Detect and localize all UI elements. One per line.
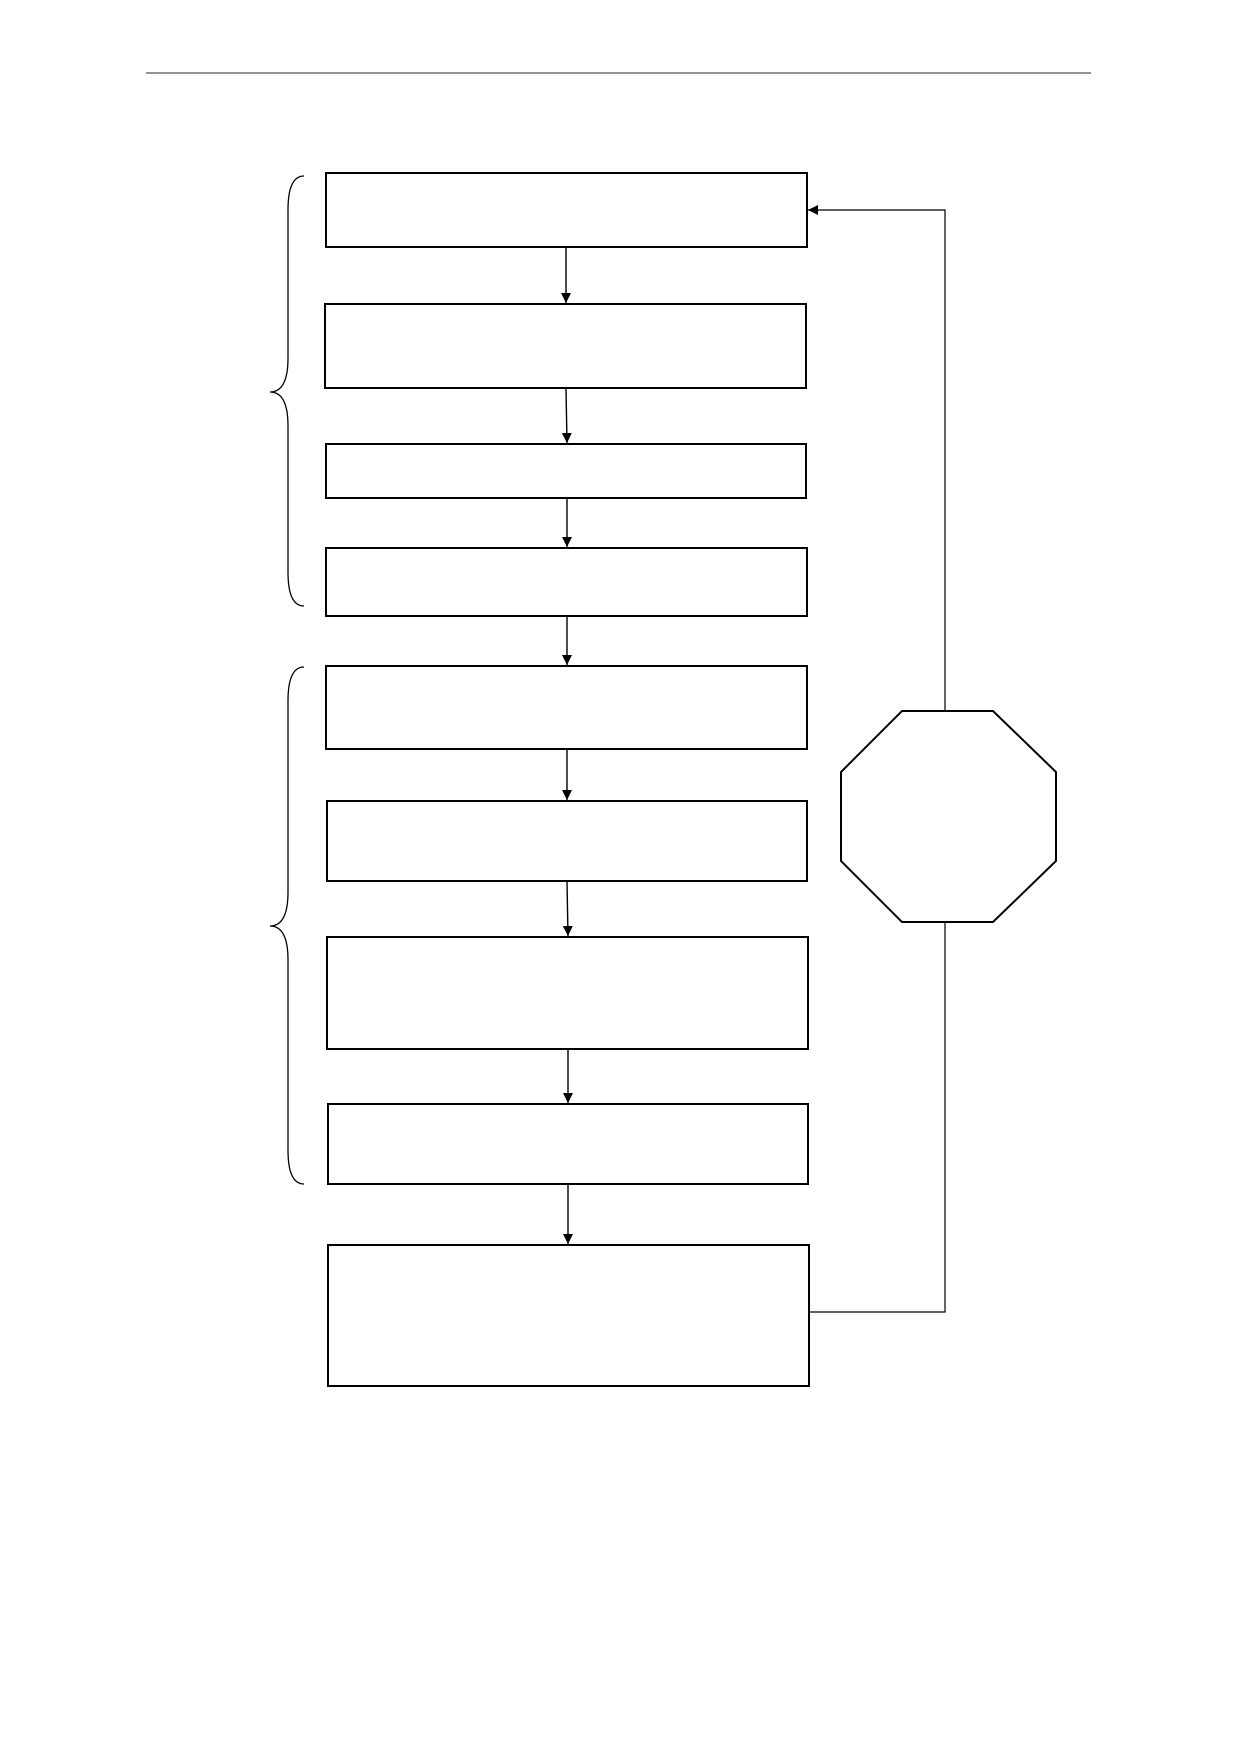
feedback-line-top bbox=[808, 205, 946, 711]
flow-box-7 bbox=[326, 936, 809, 1050]
flow-box-8 bbox=[327, 1103, 809, 1185]
flow-box-5 bbox=[325, 665, 808, 750]
feedback-octagon bbox=[840, 710, 1057, 923]
flow-arrow-2 bbox=[561, 388, 572, 444]
flow-box-6 bbox=[326, 800, 808, 882]
flow-arrow-6 bbox=[562, 881, 573, 937]
group-brace-2 bbox=[269, 666, 305, 1185]
flow-box-2 bbox=[324, 303, 807, 389]
flow-box-3 bbox=[325, 443, 807, 499]
feedback-line-bottom bbox=[809, 922, 946, 1313]
flow-box-4 bbox=[325, 547, 808, 617]
flow-box-1 bbox=[325, 172, 808, 248]
group-brace-1 bbox=[269, 175, 305, 607]
flow-box-9 bbox=[327, 1244, 810, 1387]
